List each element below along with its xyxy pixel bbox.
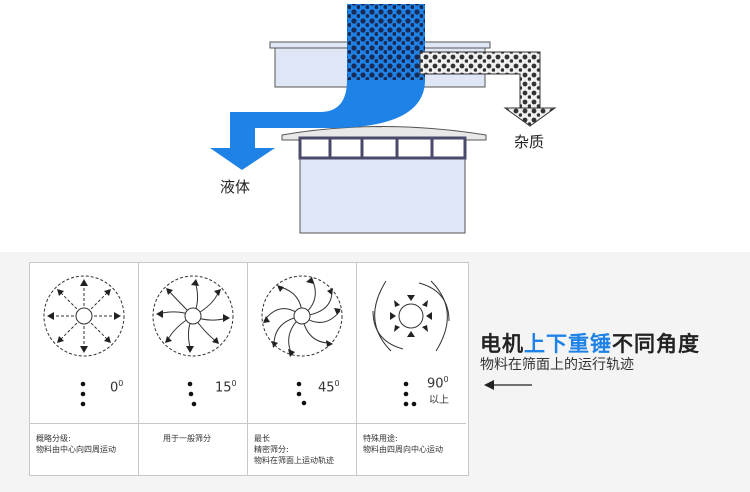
pattern-description: 用于一般筛分 <box>163 434 211 443</box>
headline-part1: 电机 <box>480 332 524 356</box>
pattern-cell-90deg: 900 以上 特殊用途:物料由四周向中心运动 <box>357 263 466 475</box>
impurity-label: 杂质 <box>514 133 545 151</box>
inward-pattern-icon <box>372 280 450 352</box>
pattern-description: 特殊用途:物料由四周向中心运动 <box>363 434 443 454</box>
angle-label: 00 <box>110 379 124 396</box>
angle-extra-label: 以上 <box>429 395 449 406</box>
pattern-cell-45deg: 450 最长精密筛分:物料在筛面上运动轨迹 <box>248 263 357 475</box>
divider <box>139 423 248 424</box>
headline-highlight: 上下重锤 <box>524 332 612 356</box>
headline-subtitle: 物料在筛面上的运行轨迹 <box>480 357 634 373</box>
motion-patterns-section: 00 概略分级:物料由中心向四周运动 <box>0 252 750 492</box>
radial-outward-pattern-icon <box>43 275 125 357</box>
separator-illustration <box>210 4 557 234</box>
angle-label: 450 <box>318 379 340 396</box>
divider <box>30 423 139 424</box>
pattern-panel: 00 概略分级:物料由中心向四周运动 <box>29 262 469 476</box>
pattern-cell-15deg: 150 用于一般筛分 <box>139 263 248 475</box>
weight-dots-icon <box>296 381 307 406</box>
slight-spiral-pattern-icon <box>152 275 234 357</box>
pattern-description: 概略分级:物料由中心向四周运动 <box>36 434 116 454</box>
pattern-cell-0deg: 00 概略分级:物料由中心向四周运动 <box>30 263 139 475</box>
spiral-pattern-icon <box>261 275 343 357</box>
liquid-label: 液体 <box>220 178 251 196</box>
angle-label: 150 <box>215 379 237 396</box>
angle-label: 900 <box>427 375 449 392</box>
divider <box>248 423 357 424</box>
divider <box>357 423 466 424</box>
weight-dots-icon <box>80 381 86 407</box>
left-arrow-icon <box>484 380 532 390</box>
weight-dots-icon <box>187 381 197 407</box>
headline-part3: 不同角度 <box>612 332 700 356</box>
separator-diagram: 液体 杂质 <box>210 4 557 234</box>
headline: 电机上下重锤不同角度 <box>480 328 700 358</box>
weight-dots-icon <box>403 381 417 407</box>
pattern-description: 最长精密筛分:物料在筛面上运动轨迹 <box>254 434 334 465</box>
